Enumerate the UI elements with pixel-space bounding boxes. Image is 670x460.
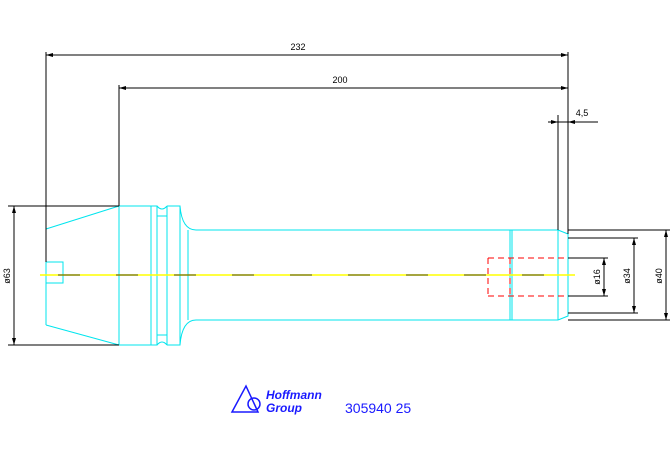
hidden-bore xyxy=(487,257,568,297)
hoffmann-logo: Hoffmann Group xyxy=(230,384,322,415)
dimension-lines xyxy=(8,52,670,346)
dim-dia-shank: ø34 xyxy=(622,268,632,284)
part-number: 305940 25 xyxy=(345,400,411,416)
shank-body xyxy=(196,229,510,321)
dim-dia-collet: ø63 xyxy=(2,268,12,284)
dim-overall-length: 232 xyxy=(290,42,305,52)
hoffmann-logo-icon xyxy=(230,384,261,413)
logo-line1: Hoffmann xyxy=(266,388,322,402)
logo-line2: Group xyxy=(266,401,302,415)
dim-shank-length: 200 xyxy=(332,75,347,85)
dimension-arrows xyxy=(12,53,668,345)
collet-slot xyxy=(46,261,64,284)
dim-dia-flange: ø40 xyxy=(654,268,664,284)
dim-dia-bore: ø16 xyxy=(592,269,602,285)
dim-offset: 4,5 xyxy=(576,108,589,118)
